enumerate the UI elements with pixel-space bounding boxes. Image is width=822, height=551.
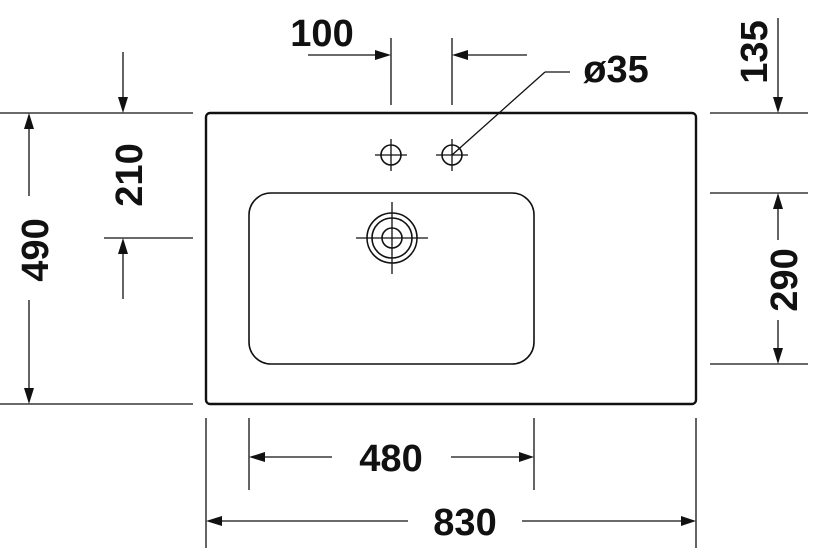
dimension-290-label: 290 (764, 248, 806, 311)
tap-hole-left (375, 139, 407, 171)
dimension-diameter-35-label: ø35 (583, 49, 648, 91)
dimension-135: 135 (710, 18, 808, 114)
basin-outline-group (204, 111, 698, 406)
dimension-490-label: 490 (15, 218, 57, 281)
drain-symbol (356, 202, 428, 274)
dimension-135-label: 135 (734, 20, 776, 83)
dimension-290: 290 (710, 192, 808, 365)
dimension-830-label: 830 (433, 502, 496, 544)
dimension-480-label: 480 (359, 438, 422, 480)
basin-bowl-outline (248, 192, 535, 365)
dimension-210: 210 (104, 52, 193, 299)
dimension-210-label: 210 (109, 143, 151, 206)
dimension-diameter-35: ø35 (451, 49, 649, 156)
dimension-490: 490 (0, 112, 193, 405)
dimension-480: 480 (248, 418, 535, 490)
dimension-100-label: 100 (290, 13, 353, 55)
dimension-100: 100 (290, 13, 527, 105)
dimension-830: 830 (205, 418, 697, 548)
washbasin-outer-outline (204, 111, 698, 406)
